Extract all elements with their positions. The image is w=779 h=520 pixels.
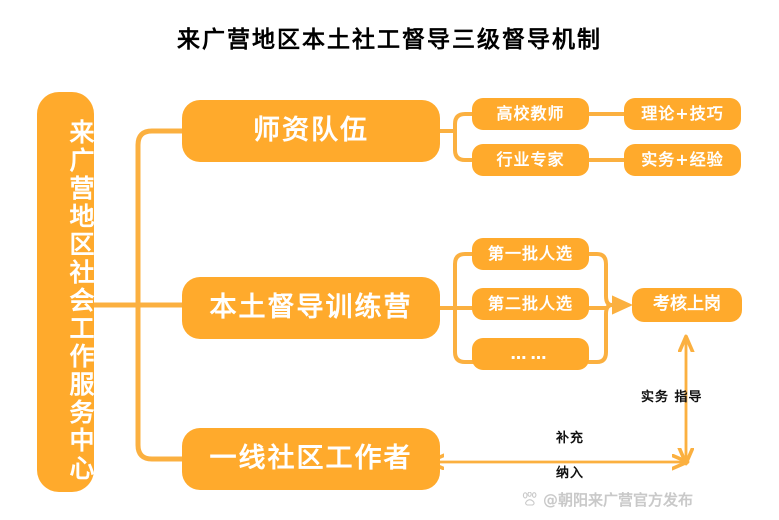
edge-label-practice-guidance: 实务 指导	[641, 390, 703, 405]
node-practice-experience[interactable]: 实务+经验	[624, 144, 741, 176]
node-batch-more[interactable]: ……	[472, 338, 589, 370]
baidu-paw-icon	[522, 492, 539, 507]
node-batch-one[interactable]: 第一批人选	[472, 238, 589, 270]
edge-label-include: 纳入	[556, 466, 585, 481]
branch-node-training-camp[interactable]: 本土督导训练营	[182, 277, 440, 339]
node-industry-expert[interactable]: 行业专家	[472, 144, 589, 176]
branch-node-teachers[interactable]: 师资队伍	[182, 100, 440, 162]
wire-batch3-merge	[587, 303, 614, 364]
wire-root-to-frontline	[135, 302, 189, 462]
branch-node-frontline-workers[interactable]: 一线社区工作者	[182, 428, 440, 490]
watermark-text: @朝阳来广营官方发布	[543, 491, 694, 509]
node-university-teacher[interactable]: 高校教师	[472, 98, 589, 130]
edge-label-supplement: 补充	[556, 431, 585, 446]
wire-root-to-teachers	[135, 128, 189, 308]
page-title: 来广营地区本土社工督导三级督导机制	[177, 27, 602, 53]
root-node-service-center[interactable]: 来广营地区社会工作服务中心	[37, 92, 95, 492]
watermark: @朝阳来广营官方发布	[522, 489, 693, 510]
node-batch-two[interactable]: 第二批人选	[472, 288, 589, 320]
wire-batch1-merge	[587, 252, 614, 307]
node-assessment-appointment[interactable]: 考核上岗	[632, 288, 742, 322]
node-theory-skill[interactable]: 理论+技巧	[624, 98, 741, 130]
ellipsis-label: ……	[510, 343, 551, 363]
